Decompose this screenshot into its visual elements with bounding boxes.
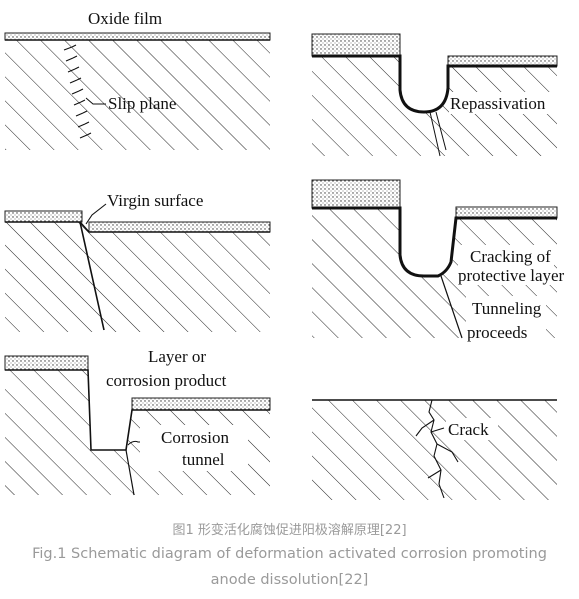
corrosion-label-line1: Corrosion [161, 428, 230, 447]
slip-plane-leader [85, 97, 106, 105]
cracking-label-line1: Cracking of [470, 247, 551, 266]
right-oxide-film [88, 221, 271, 233]
tunneling-label-line1: Tunneling [472, 299, 542, 318]
slip-plane-label: Slip plane [108, 94, 176, 113]
cracking-label-line2: protective layer [458, 266, 565, 285]
layer-label-line2: corrosion product [106, 371, 227, 390]
virgin-surface-label: Virgin surface [107, 191, 203, 210]
panel-corrosion-tunnel: Layer or corrosion product Corrosion tun… [4, 347, 271, 496]
pit-wall [312, 206, 557, 278]
panel-repassivation: Repassivation [311, 33, 558, 157]
repassivated-pit-wall [312, 54, 557, 114]
tunnel-wall [5, 369, 270, 451]
panel-oxide-film: Oxide film Slip plane [4, 9, 271, 150]
virgin-surface-leader [85, 203, 107, 225]
tunnel-crack-line [440, 275, 463, 339]
branched-crack [415, 399, 459, 499]
left-protective-layer [311, 179, 401, 209]
figure-caption-english-line2: anode dissolution[22] [210, 572, 369, 588]
oxide-film-layer [4, 32, 271, 41]
crack-label: Crack [448, 420, 489, 439]
corrosion-tunnel-leader [127, 440, 144, 446]
corrosion-label-line2: tunnel [182, 450, 225, 469]
left-film-layer [311, 33, 401, 57]
right-corrosion-layer [131, 397, 271, 411]
left-oxide-film [4, 210, 83, 223]
figure-caption-english-line1: Fig.1 Schematic diagram of deformation a… [32, 546, 547, 562]
diagram-canvas: Oxide film Slip plane Repassivation Virg… [4, 9, 565, 500]
repassivation-label: Repassivation [450, 94, 546, 113]
tunnel-extension [125, 449, 135, 496]
slip-step [5, 221, 270, 233]
slip-plane-steps [63, 44, 92, 139]
oxide-film-label: Oxide film [88, 9, 162, 28]
slip-plane-line [79, 221, 105, 331]
figure-caption-chinese: 图1 形变活化腐蚀促进阳极溶解原理[22] [172, 523, 407, 538]
layer-label-line1: Layer or [148, 347, 206, 366]
panel-crack: Crack [312, 399, 557, 500]
tunneling-label-line2: proceeds [467, 323, 527, 342]
panel-cracking-protective-layer: Cracking of protective layer Tunneling p… [311, 179, 565, 342]
panel-virgin-surface: Virgin surface [4, 191, 271, 332]
right-protective-layer [455, 206, 558, 219]
left-corrosion-layer [4, 355, 89, 371]
